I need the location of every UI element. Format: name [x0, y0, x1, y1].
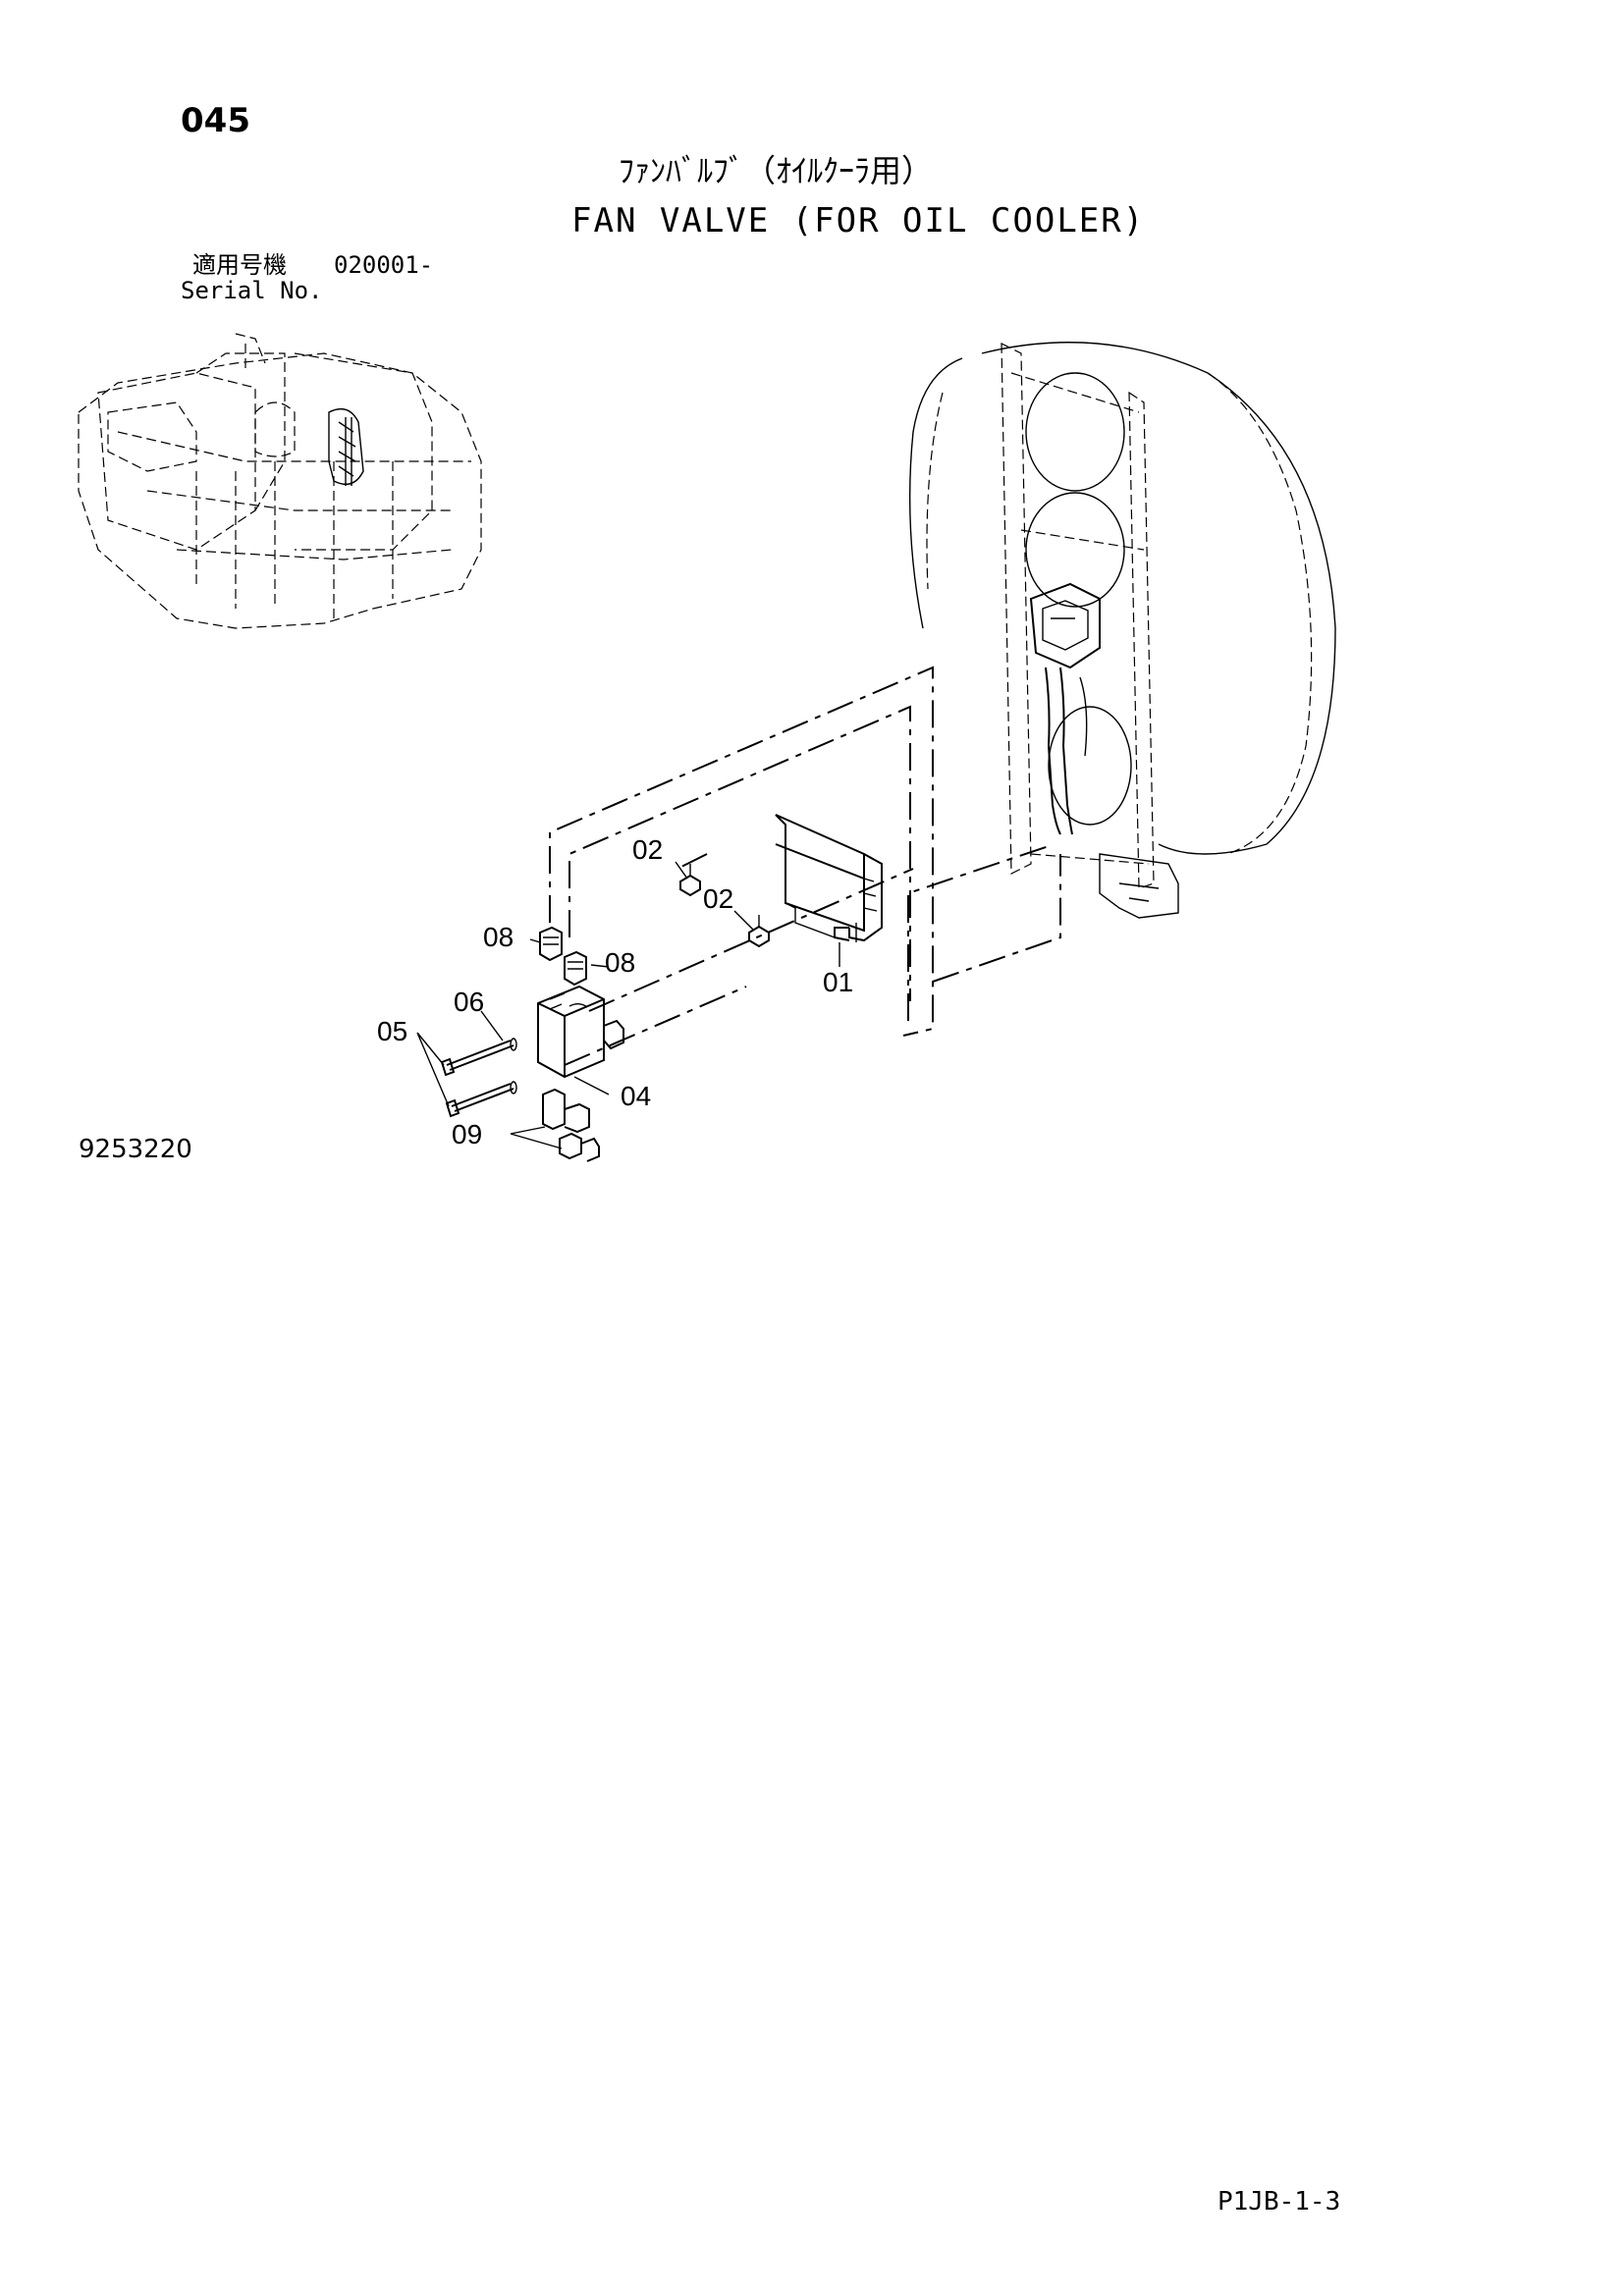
part-09-elbows	[542, 1088, 600, 1162]
part-06-washers	[510, 1038, 517, 1095]
part-02-bolt-upper	[679, 864, 701, 897]
leader-lines	[416, 861, 840, 1149]
part-05-bolts	[440, 1040, 514, 1118]
part-08-fitting-left	[539, 926, 563, 962]
title-english: FAN VALVE (FOR OIL COOLER)	[571, 201, 1146, 240]
callout-04: 04	[621, 1081, 651, 1111]
callout-02-lower: 02	[703, 883, 733, 914]
callout-06: 06	[454, 987, 484, 1017]
callout-02-upper: 02	[632, 834, 663, 865]
serial-number-value: 020001-	[334, 251, 434, 279]
oil-cooler-radiator	[908, 342, 1336, 919]
callout-09: 09	[452, 1119, 482, 1149]
serial-label-english: Serial No.	[181, 277, 323, 304]
part-08-fitting-right	[564, 950, 587, 987]
page-number: 045	[181, 101, 250, 140]
serial-label-japanese: 適用号機	[192, 251, 287, 279]
part-04-valve-block	[537, 985, 624, 1079]
assembly-guide-lines	[549, 666, 1061, 1066]
machine-overview-inset	[78, 333, 482, 629]
callout-08-right: 08	[605, 947, 635, 978]
title-japanese: ﾌｧﾝﾊﾞﾙﾌﾞ（ｵｲﾙｸｰﾗ用）	[619, 152, 934, 189]
callout-05: 05	[377, 1016, 407, 1046]
figure-number: 9253220	[79, 1135, 192, 1164]
part-01-bracket	[775, 814, 883, 942]
sheet-reference: P1JB-1-3	[1218, 2187, 1341, 2216]
callout-08-left: 08	[483, 922, 514, 952]
part-02-bolt-lower	[748, 915, 770, 948]
callout-01: 01	[823, 967, 853, 997]
